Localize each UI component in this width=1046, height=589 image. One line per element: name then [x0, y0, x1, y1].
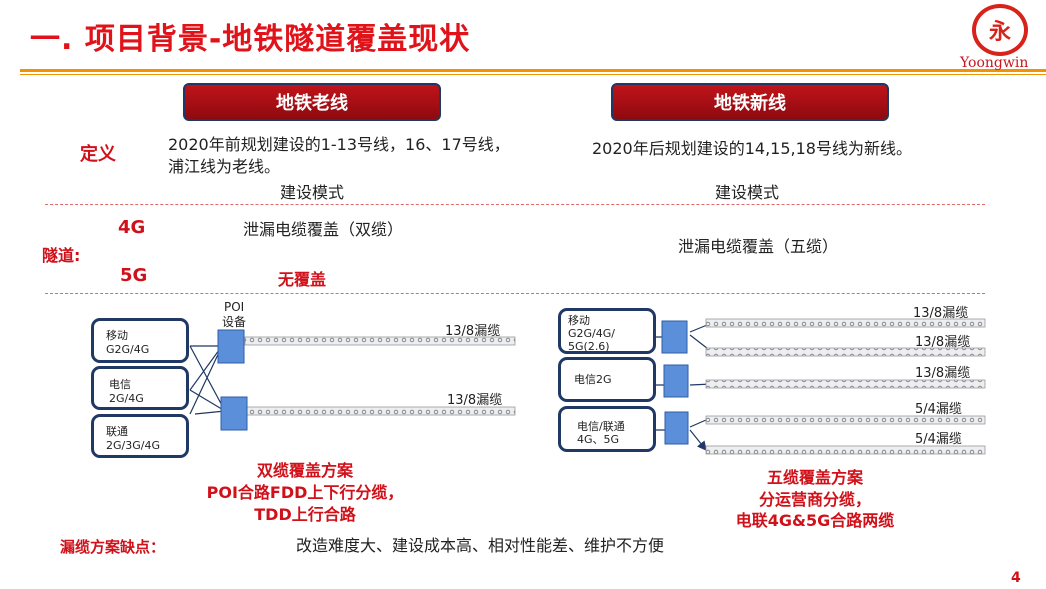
poi-device-icon [220, 396, 248, 431]
operator-box-telecom [558, 357, 656, 402]
old-mode-label: 建设模式 [280, 183, 345, 202]
plan-line: 电联4G&5G合路两缆 [735, 511, 895, 530]
old-4g-coverage: 泄漏电缆覆盖（双缆） [243, 220, 404, 239]
operator-box-telecom [91, 366, 189, 410]
page-title: 一. 项目背景-地铁隧道覆盖现状 [30, 22, 471, 57]
tunnel-label: 隧道: [42, 246, 81, 265]
cable-label: 5/4漏缆 [915, 402, 962, 417]
poi-device-icon [217, 329, 245, 364]
leaky-cable [705, 347, 986, 357]
cable-label: 13/8漏缆 [447, 393, 503, 408]
leaky-cable [705, 445, 986, 455]
operator-name: 联通 [106, 425, 128, 438]
plan-line: POI合路FDD上下行分缆， [206, 483, 404, 502]
definition-label: 定义 [80, 144, 116, 165]
label-4g: 4G [118, 217, 146, 238]
page-number: 4 [1011, 570, 1021, 586]
cable-label: 13/8漏缆 [445, 324, 501, 339]
plan-line: TDD上行合路 [254, 505, 356, 524]
cable-label: 13/8漏缆 [913, 306, 969, 321]
operator-bands: 2G/3G/4G [106, 439, 160, 452]
new-coverage: 泄漏电缆覆盖（五缆） [678, 237, 839, 256]
old-definition-line1: 2020年前规划建设的1-13号线，16、17号线， [168, 135, 510, 154]
operator-name: 移动 [106, 329, 128, 342]
operator-box-unicom [91, 414, 189, 458]
cable-label: 5/4漏缆 [915, 432, 962, 447]
operator-box-mobile [91, 318, 189, 363]
new-definition: 2020年后规划建设的14,15,18号线为新线。 [592, 139, 912, 158]
label-5g: 5G [120, 265, 148, 286]
new-mode-label: 建设模式 [715, 183, 780, 202]
section-divider [45, 293, 985, 294]
operator-bands: 4G、5G [577, 433, 620, 446]
operator-name: 电信2G [574, 373, 612, 386]
company-logo-text: Yoongwin [960, 55, 1029, 71]
company-logo-seal: 永 [972, 4, 1028, 56]
operator-box-mobile [558, 308, 656, 354]
header-new-lines: 地铁新线 [611, 83, 889, 121]
section-divider [45, 204, 985, 205]
leaky-cable [244, 406, 516, 416]
combiner-device-icon [664, 411, 689, 445]
combiner-device-icon [663, 364, 689, 398]
drawbacks-label: 漏缆方案缺点： [60, 538, 166, 556]
old-5g-coverage: 无覆盖 [278, 270, 327, 289]
plan-title: 五缆覆盖方案 [766, 468, 863, 487]
cable-label: 13/8漏缆 [915, 335, 971, 350]
leaky-cable [705, 318, 986, 328]
leaky-cable [705, 379, 986, 389]
old-definition-line2: 浦江线为老线。 [168, 157, 281, 176]
leaky-cable [244, 336, 516, 346]
combiner-device-icon [661, 320, 688, 354]
leaky-cable [705, 415, 986, 425]
poi-label: 设备 [222, 315, 247, 329]
operator-bands: G2G/4G/ [568, 327, 615, 340]
operator-name: 移动 [568, 314, 590, 327]
operator-name: 电信/联通 [577, 420, 625, 433]
operator-name: 电信 [109, 378, 131, 391]
drawbacks-text: 改造难度大、建设成本高、相对性能差、维护不方便 [296, 536, 665, 555]
cable-label: 13/8漏缆 [915, 366, 971, 381]
operator-bands: 2G/4G [109, 392, 144, 405]
plan-line: 分运营商分缆， [758, 490, 871, 509]
operator-box-telecom-unicom [558, 406, 656, 452]
operator-bands: 5G(2.6) [568, 340, 610, 353]
operator-bands: G2G/4G [106, 343, 150, 356]
poi-label: POI [224, 300, 245, 314]
title-divider-thin [20, 74, 1046, 75]
plan-title: 双缆覆盖方案 [256, 461, 353, 480]
header-old-lines: 地铁老线 [183, 83, 441, 121]
title-divider [20, 69, 1046, 72]
